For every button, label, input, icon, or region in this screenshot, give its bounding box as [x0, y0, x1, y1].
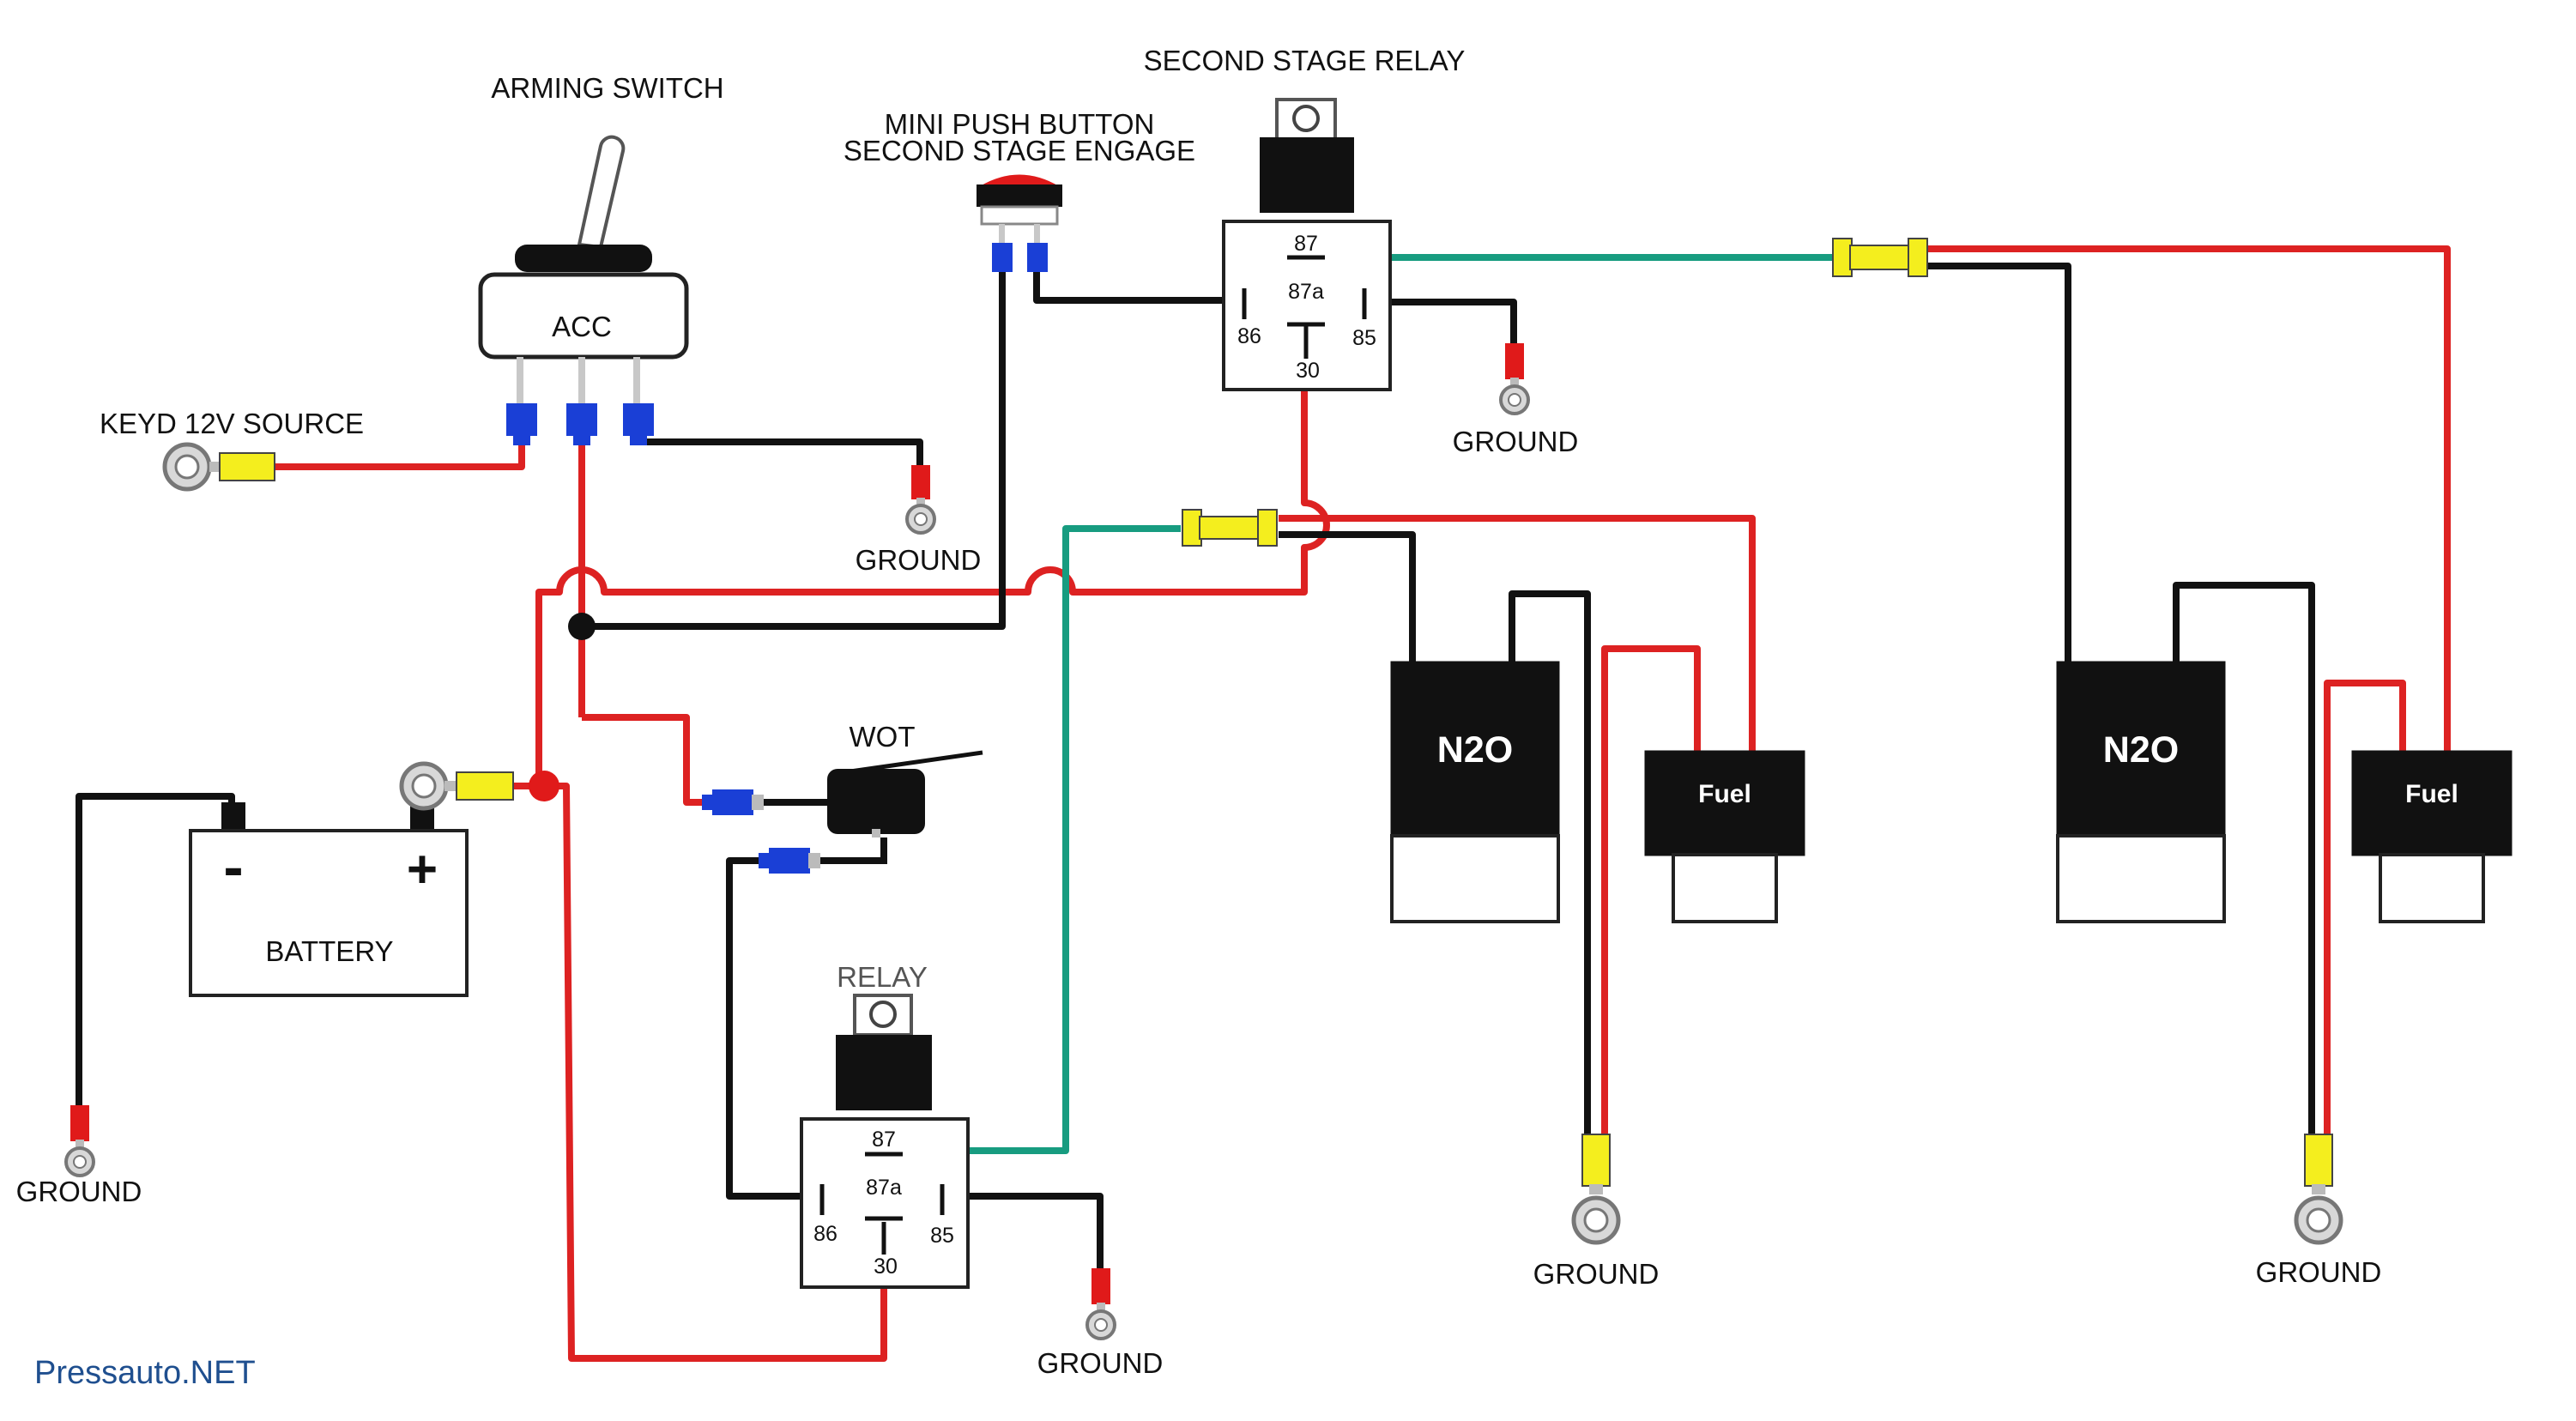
switch-ground-wire — [638, 438, 923, 476]
second-stage-ground: GROUND — [1453, 343, 1579, 457]
battery-minus: - — [223, 833, 243, 900]
stage2-ground-label: GROUND — [2256, 1256, 2382, 1288]
push-button-feed-wire — [582, 268, 1006, 630]
switch-pin-right — [633, 357, 640, 404]
relay-pin-87: 87 — [872, 1128, 896, 1152]
n2o-solenoid-stage2: N2O — [2056, 661, 2226, 923]
relay-tab — [836, 1035, 932, 1110]
keyed-source-label: KEYD 12V SOURCE — [100, 408, 364, 439]
second-stage-pin-87a: 87a — [1288, 280, 1324, 304]
second-stage-pin-30: 30 — [1296, 359, 1320, 383]
switch-hop-wire — [535, 558, 1308, 781]
switch-pin-left — [517, 357, 523, 404]
second-stage-pin-86: 86 — [1237, 324, 1261, 348]
wot-relay-wire — [726, 857, 822, 1200]
relay-pin-87a: 87a — [866, 1176, 902, 1200]
stage1-splice-connector — [1182, 509, 1278, 547]
switch-ground: GROUND — [856, 465, 982, 576]
wot-switch[interactable]: WOT — [702, 721, 983, 874]
splice-junction-dot — [568, 613, 596, 640]
mini-push-label-line1: MINI PUSH BUTTON — [885, 108, 1155, 140]
relay-87-signal-wire — [899, 525, 1181, 1154]
fuel-stage1-label: Fuel — [1698, 780, 1751, 808]
switch-ground-label: GROUND — [856, 544, 982, 576]
wot-connector-top — [712, 789, 753, 815]
push-button-relay-wire — [1033, 268, 1241, 304]
stage1-ground-label: GROUND — [1533, 1258, 1660, 1290]
relay-ground-label: GROUND — [1037, 1347, 1164, 1379]
toggle-lever — [577, 135, 626, 250]
battery-positive-connector — [456, 771, 514, 801]
stage1-n2o-ground-wire — [1509, 590, 1591, 1146]
n2o-stage2-label: N2O — [2103, 729, 2179, 771]
wot-body — [827, 769, 925, 834]
relay-ground-wire — [942, 1193, 1104, 1268]
stage1-ground: GROUND — [1533, 1134, 1660, 1290]
second-stage-30-wire — [1301, 378, 1330, 558]
stage1-n2o-feed-wire — [1279, 531, 1416, 662]
battery-positive-terminal — [399, 761, 514, 811]
relay-label: RELAY — [837, 961, 928, 993]
fuel-stage2-label: Fuel — [2405, 780, 2458, 808]
relay-pin-85: 85 — [930, 1224, 954, 1248]
second-stage-relay-tab — [1260, 137, 1354, 213]
relay-ground: GROUND — [1037, 1268, 1164, 1379]
second-stage-relay: SECOND STAGE RELAY 87 87a 86 85 30 — [1144, 45, 1466, 391]
stage2-n2o-feed-wire — [1926, 263, 2071, 662]
battery-ground-label: GROUND — [16, 1176, 142, 1207]
battery-ground: GROUND — [16, 1105, 142, 1207]
push-button-cap — [980, 174, 1059, 186]
n2o-solenoid-stage1: N2O — [1390, 661, 1560, 923]
fuel-solenoid-stage2: Fuel — [2351, 750, 2513, 923]
second-stage-pin-87: 87 — [1294, 232, 1318, 256]
second-stage-ground-wire — [1356, 299, 1517, 343]
stage2-fuel-ground-wire — [2324, 680, 2406, 1146]
battery-label: BATTERY — [265, 935, 393, 967]
battery: - + BATTERY — [189, 802, 469, 997]
mini-push-label-line2: SECOND STAGE ENGAGE — [844, 135, 1195, 166]
toggle-bushing — [515, 245, 652, 272]
stage1-fuel-ground-wire — [1601, 645, 1701, 1146]
keyed-source-terminal: KEYD 12V SOURCE — [100, 408, 364, 492]
n2o-stage1-label: N2O — [1437, 729, 1513, 771]
stage2-ground: GROUND — [2256, 1134, 2382, 1288]
push-button-connector-right — [1027, 243, 1048, 272]
switch-connectors — [506, 403, 654, 445]
stage2-n2o-ground-wire — [2173, 582, 2315, 1146]
second-stage-relay-label: SECOND STAGE RELAY — [1144, 45, 1466, 76]
stage1-fuel-feed-wire — [1279, 515, 1756, 752]
wires — [76, 245, 2451, 1362]
wot-feed-wire — [582, 714, 714, 806]
watermark: Pressauto.NET — [34, 1355, 256, 1391]
keyed-source-connector — [219, 452, 275, 481]
arming-switch[interactable]: ARMING SWITCH ACC — [478, 72, 724, 445]
acc-label: ACC — [552, 311, 612, 342]
second-stage-pin-85: 85 — [1352, 326, 1376, 350]
battery-plus: + — [407, 840, 438, 899]
battery-body — [189, 829, 469, 997]
stage2-splice-connector — [1832, 238, 1928, 277]
battery-junction-dot — [529, 771, 559, 801]
relay-pin-86: 86 — [813, 1222, 838, 1246]
relay-pin-30: 30 — [874, 1255, 898, 1279]
switch-pin-middle — [578, 357, 585, 404]
wot-connector-bottom — [769, 848, 810, 874]
battery-ground-wire — [76, 793, 235, 1105]
wot-label: WOT — [850, 721, 916, 753]
relay: RELAY 87 87a 86 85 30 — [800, 961, 970, 1289]
fuel-solenoid-stage1: Fuel — [1644, 750, 1805, 923]
stage2-fuel-feed-wire — [1926, 245, 2451, 752]
mini-push-button[interactable]: MINI PUSH BUTTON SECOND STAGE ENGAGE — [844, 108, 1195, 272]
second-stage-ground-label: GROUND — [1453, 426, 1579, 457]
arming-switch-label: ARMING SWITCH — [491, 72, 723, 104]
push-button-connector-left — [992, 243, 1013, 272]
